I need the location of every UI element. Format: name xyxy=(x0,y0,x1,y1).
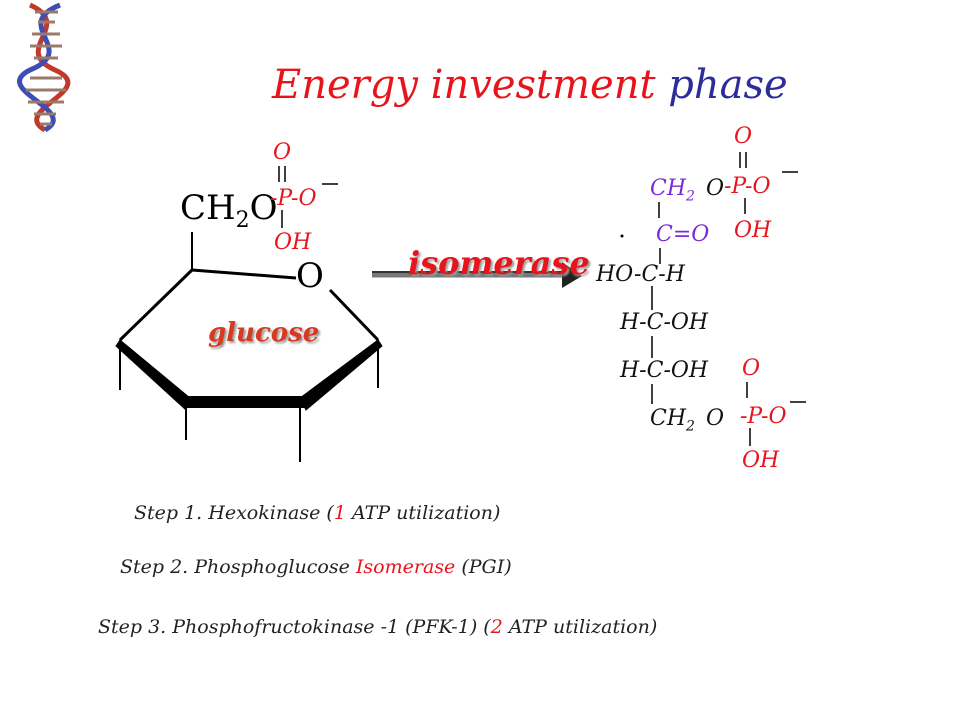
fructose-top-phosphate-p-line: -P-O xyxy=(724,174,771,199)
fructose-row-ho-c-h: HO-C-H xyxy=(596,262,685,287)
glucose-phosphate-bonds xyxy=(278,166,338,228)
fructose-row-h-c-oh-2: H-C-OH xyxy=(620,358,709,383)
glucose-phosphate-oh: OH xyxy=(274,230,312,255)
isomerase-arrow xyxy=(372,262,582,288)
fructose-top-phosphate-o: O xyxy=(734,124,753,149)
glucose-phosphate-p-line: -P-O xyxy=(270,186,317,211)
glucose-ring xyxy=(115,232,383,462)
glucose-ch2o: CH2O xyxy=(180,188,278,233)
fructose-c-eq-o: C=O xyxy=(656,222,710,247)
fructose-bonds xyxy=(651,152,806,446)
step-2: Step 2. Phosphoglucose Isomerase (PGI) xyxy=(120,556,512,578)
isomerase-label: isomerase xyxy=(408,244,590,282)
glucose-ring-oxygen: O xyxy=(296,256,324,296)
step-1: Step 1. Hexokinase (1 ATP utilization) xyxy=(134,502,501,524)
fructose-bottom-phosphate-o: O xyxy=(742,356,761,381)
title-energy-investment: Energy investment xyxy=(272,62,656,108)
fructose-bridge-o-top: O xyxy=(706,176,725,201)
fructose-bottom-phosphate-oh: OH xyxy=(742,448,780,473)
fructose-top-phosphate-oh: OH xyxy=(734,218,772,243)
fructose-ch2-bottom: CH2 xyxy=(650,406,695,435)
title-phase: phase xyxy=(668,62,788,108)
glucose-label: glucose xyxy=(208,318,320,348)
fructose-ch2-top: CH2 xyxy=(650,176,695,205)
page-title: Energy investment phase xyxy=(272,62,788,108)
fructose-row-h-c-oh-1: H-C-OH xyxy=(620,310,709,335)
dna-helix-icon xyxy=(17,2,71,133)
step-3: Step 3. Phosphofructokinase -1 (PFK-1) (… xyxy=(98,616,658,638)
fructose-bridge-o-bottom: O xyxy=(706,406,725,431)
glucose-phosphate-o-top: O xyxy=(273,140,292,165)
fructose-bottom-phosphate-p-line: -P-O xyxy=(740,404,787,429)
